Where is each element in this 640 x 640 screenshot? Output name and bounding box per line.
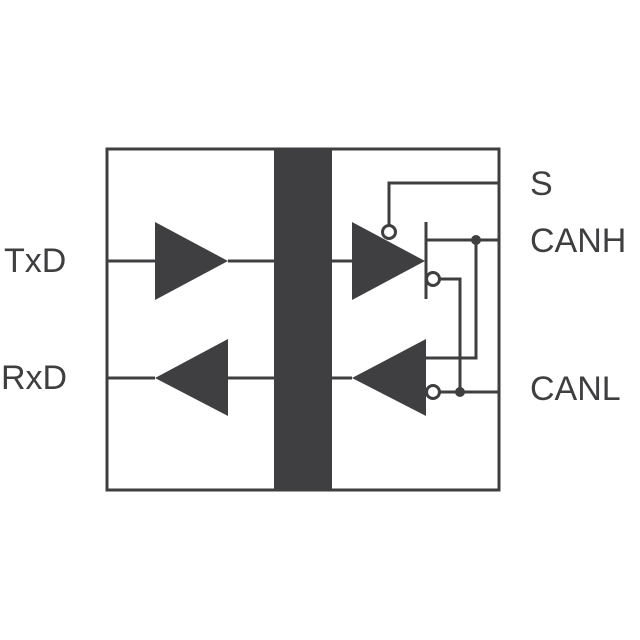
- canh-junction-dot: [471, 235, 481, 245]
- rxd-buffer: [155, 339, 228, 416]
- s-inversion-bubble: [381, 224, 397, 240]
- canh-label: CANH: [530, 222, 626, 260]
- driver-canl-wire: [440, 277, 462, 392]
- can-driver: [352, 222, 425, 300]
- txd-buffer: [155, 222, 228, 300]
- txd-label: TxD: [4, 242, 66, 280]
- isolation-barrier: [274, 149, 332, 490]
- rxd-label: RxD: [1, 359, 67, 397]
- can-receiver: [352, 339, 426, 416]
- receiver-canl-bubble: [425, 384, 441, 400]
- driver-canl-bubble: [425, 271, 441, 287]
- canl-label: CANL: [530, 370, 621, 408]
- receiver-canh-wire: [426, 240, 478, 360]
- canl-junction-dot: [455, 387, 465, 397]
- s-wire: [387, 181, 499, 226]
- s-label: S: [530, 165, 553, 203]
